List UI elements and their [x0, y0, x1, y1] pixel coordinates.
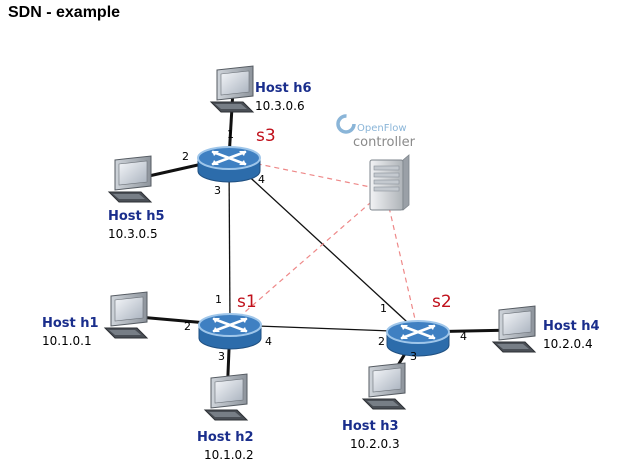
- port-number: 4: [258, 173, 265, 186]
- switch-label: s3: [256, 126, 276, 146]
- host-name: Host h6: [255, 81, 312, 96]
- switch-icon: [197, 146, 261, 183]
- host-h5[interactable]: Host h5 10.3.0.5: [107, 155, 165, 241]
- host-name: Host h4: [543, 319, 600, 334]
- controller-label: controller: [353, 135, 416, 150]
- host-h2[interactable]: Host h2 10.1.0.2: [197, 373, 254, 462]
- link-s3-s2: [228, 157, 419, 333]
- host-h6[interactable]: Host h6 10.3.0.6: [209, 65, 312, 113]
- control-link-s2: [384, 189, 419, 333]
- switch-icon: [386, 320, 450, 357]
- port-number: 1: [215, 293, 222, 306]
- switch-label: s1: [237, 292, 257, 312]
- openflow-logo-icon: [336, 114, 356, 134]
- switch-icon: [198, 313, 262, 350]
- host-ip: 10.3.0.6: [255, 99, 305, 113]
- host-ip: 10.1.0.2: [204, 448, 254, 462]
- host-ip: 10.2.0.4: [543, 337, 593, 351]
- drive-bay: [373, 165, 400, 171]
- port-number: 3: [218, 350, 225, 363]
- host-name: Host h5: [108, 209, 165, 224]
- switches-layer: s1 1 2 3 4 s2 1 2 3 4 s3 1 2 3 4: [182, 126, 467, 363]
- port-number: 3: [410, 350, 417, 363]
- computer-icon: [107, 155, 153, 203]
- openflow-brand: OpenFlow: [357, 123, 407, 134]
- drive-bay: [373, 172, 400, 178]
- drive-bay: [373, 179, 400, 185]
- host-name: Host h2: [197, 430, 254, 445]
- server-side: [402, 154, 410, 211]
- computer-icon: [103, 291, 149, 339]
- page-title: SDN - example: [8, 4, 121, 21]
- host-h1[interactable]: Host h1 10.1.0.1: [42, 291, 149, 348]
- control-links-layer: [228, 157, 419, 333]
- port-number: 2: [184, 320, 191, 333]
- computer-icon: [491, 305, 537, 353]
- host-name: Host h1: [42, 316, 99, 331]
- port-number: 4: [460, 330, 467, 343]
- port-number: 3: [214, 184, 221, 197]
- computer-icon: [203, 373, 249, 421]
- control-link-s1: [229, 189, 386, 326]
- port-number: 1: [380, 302, 387, 315]
- computer-icon: [361, 362, 407, 410]
- computer-icon: [209, 65, 255, 113]
- host-ip: 10.2.0.3: [350, 437, 400, 451]
- links-layer: [126, 89, 516, 399]
- host-ip: 10.1.0.1: [42, 334, 92, 348]
- port-number: 1: [227, 128, 234, 141]
- port-number: 2: [182, 150, 189, 163]
- port-number: 2: [378, 335, 385, 348]
- port-number: 4: [265, 335, 272, 348]
- host-name: Host h3: [342, 419, 399, 434]
- host-h3[interactable]: Host h3 10.2.0.3: [342, 362, 407, 451]
- switch-label: s2: [432, 292, 452, 312]
- switch-s3[interactable]: s3 1 2 3 4: [182, 126, 276, 197]
- drive-bay: [373, 186, 400, 192]
- host-ip: 10.3.0.5: [108, 227, 158, 241]
- link-s1-s3: [228, 157, 231, 326]
- switch-s1[interactable]: s1 1 2 3 4: [184, 292, 272, 363]
- switch-s2[interactable]: s2 1 2 3 4: [378, 292, 467, 363]
- host-h4[interactable]: Host h4 10.2.0.4: [491, 305, 600, 353]
